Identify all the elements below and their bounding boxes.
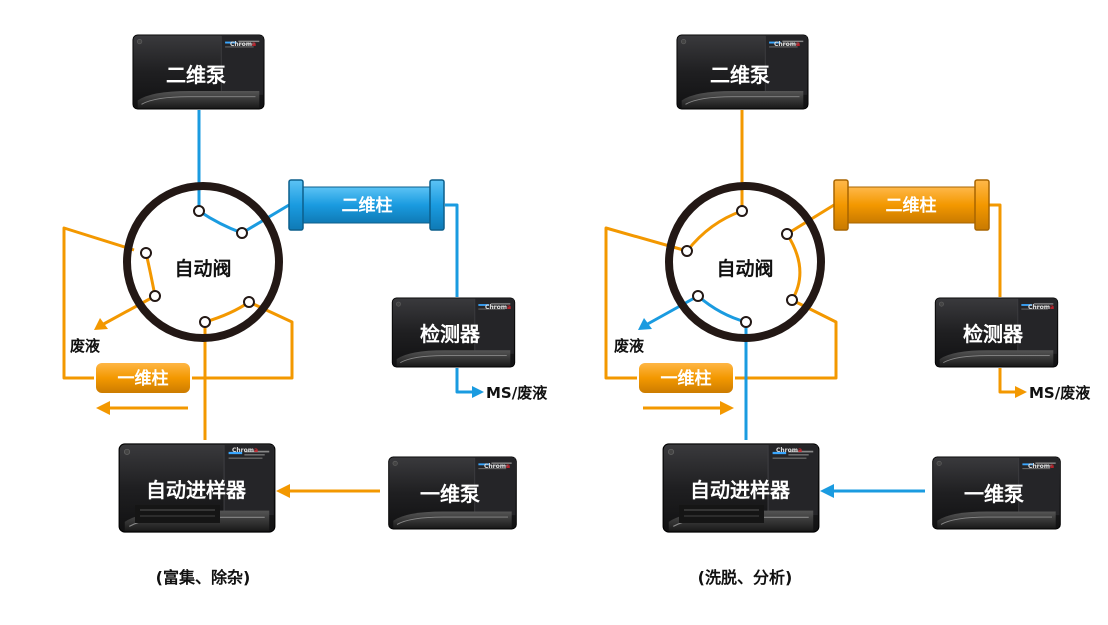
waste-label: 废液 [614,337,645,355]
waste-label: 废液 [70,337,101,355]
column2: 二维柱 [288,179,445,231]
valve-port [736,205,748,217]
valve-ring [665,182,825,342]
valve-port [740,316,752,328]
diagram-left: 自动阀 二维柱 一维柱 废液 MS/废液 Chroma 二维泵 Chroma 检… [62,34,548,587]
column2: 二维柱 [833,179,990,231]
detector-label: 检测器 [420,322,481,346]
brand-logo: Chroma [230,41,256,48]
brand-logo: Chroma [484,463,510,470]
pump2-instrument: Chroma 二维泵 [132,34,265,110]
caption: (洗脱、分析) [698,568,793,587]
autosampler-label: 自动进样器 [146,478,247,502]
brand-logo: Chroma [232,447,258,454]
elution-flow-arrowheads [638,318,834,498]
diagram-right: 自动阀 二维柱 一维柱 废液 MS/废液 Chroma 二维泵 Chroma 检… [604,34,1091,587]
valve-port [140,247,152,259]
autosampler-label: 自动进样器 [690,478,791,502]
brand-logo: Chroma [776,447,802,454]
detector-instrument: Chroma 检测器 [934,297,1059,368]
brand-logo: Chroma [1028,463,1054,470]
brand-logo: Chroma [485,304,511,311]
column2-label: 二维柱 [886,195,937,216]
valve-ports [681,205,798,328]
detector-label: 检测器 [963,322,1024,346]
valve-label: 自动阀 [716,257,773,280]
brand-logo: Chroma [1028,304,1054,311]
valve-port [692,290,704,302]
column1: 一维柱 [637,361,735,395]
pump1-instrument: Chroma 一维泵 [932,456,1061,530]
outlet-label: MS/废液 [486,384,548,402]
column2-label: 二维柱 [342,195,393,216]
autosampler-instrument: Chroma 自动进样器 [118,443,276,533]
pump2-label: 二维泵 [166,63,226,87]
valve-port [193,205,205,217]
pump1-instrument: Chroma 一维泵 [388,456,517,530]
column1: 一维柱 [94,361,192,395]
autosampler-instrument: Chroma 自动进样器 [662,443,820,533]
outlet-label: MS/废液 [1029,384,1091,402]
valve-port [681,245,693,257]
valve-label: 自动阀 [174,257,231,280]
pump2-label: 二维泵 [710,63,770,87]
column1-label: 一维柱 [661,368,712,389]
caption: (富集、除杂) [156,568,251,587]
pump2-instrument: Chroma 二维泵 [676,34,809,110]
valve-port [236,227,248,239]
brand-logo: Chroma [774,41,800,48]
valve-ports [140,205,255,328]
detector-instrument: Chroma 检测器 [391,297,516,368]
valve-port [199,316,211,328]
valve-port [781,228,793,240]
valve-ring [123,182,283,342]
outlet-arrowhead [472,386,484,398]
loading-flow-arrowheads [94,318,290,498]
valve-port [243,296,255,308]
valve-port [786,294,798,306]
column1-label: 一维柱 [118,368,169,389]
valve-port [149,290,161,302]
pump1-label: 一维泵 [420,482,480,506]
loading-flow-arrowheads [720,386,1027,415]
pump1-label: 一维泵 [964,482,1024,506]
